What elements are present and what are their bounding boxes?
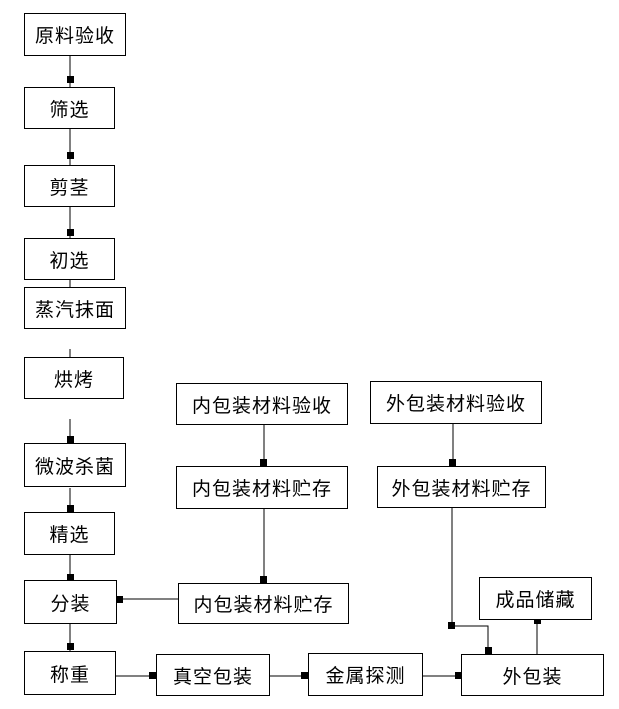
arrow-marker [455, 672, 462, 679]
node-baking: 烘烤 [24, 357, 124, 399]
arrow-marker [260, 576, 267, 583]
arrow-marker [67, 574, 74, 581]
arrow-marker [449, 459, 456, 466]
node-inner-material-storage-2: 内包装材料贮存 [178, 583, 349, 624]
node-packing: 分装 [24, 580, 117, 624]
node-fine-selection: 精选 [24, 512, 115, 555]
arrow-marker [67, 505, 74, 512]
node-microwave-sterilization: 微波杀菌 [24, 443, 126, 487]
arrow-marker [485, 647, 492, 654]
node-raw-material-inspection: 原料验收 [24, 13, 126, 56]
node-vacuum-packing: 真空包装 [156, 654, 270, 696]
arrow-marker [116, 596, 123, 603]
node-stem-cutting: 剪茎 [24, 165, 115, 207]
node-weighing: 称重 [24, 651, 116, 695]
arrow-marker [67, 643, 74, 650]
arrow-marker [534, 617, 541, 624]
edge-outer-storage-outerpack [451, 508, 489, 654]
arrow-marker [67, 436, 74, 443]
node-outer-material-storage: 外包装材料贮存 [377, 466, 546, 508]
node-metal-detection: 金属探测 [308, 653, 423, 696]
node-screening: 筛选 [24, 87, 115, 129]
node-primary-selection: 初选 [24, 238, 115, 280]
node-finished-storage: 成品储藏 [479, 577, 592, 620]
arrow-marker [67, 229, 74, 236]
node-inner-material-storage-1: 内包装材料贮存 [176, 466, 348, 509]
arrow-marker [67, 152, 74, 159]
node-steam-kneading: 蒸汽抹面 [24, 287, 126, 329]
arrow-marker [260, 459, 267, 466]
arrow-marker [149, 672, 156, 679]
arrow-marker [301, 672, 308, 679]
arrow-marker [448, 622, 455, 629]
node-outer-material-inspection: 外包装材料验收 [370, 381, 542, 424]
node-outer-packing: 外包装 [461, 654, 604, 696]
node-inner-material-inspection: 内包装材料验收 [176, 383, 348, 425]
arrow-marker [67, 76, 74, 83]
